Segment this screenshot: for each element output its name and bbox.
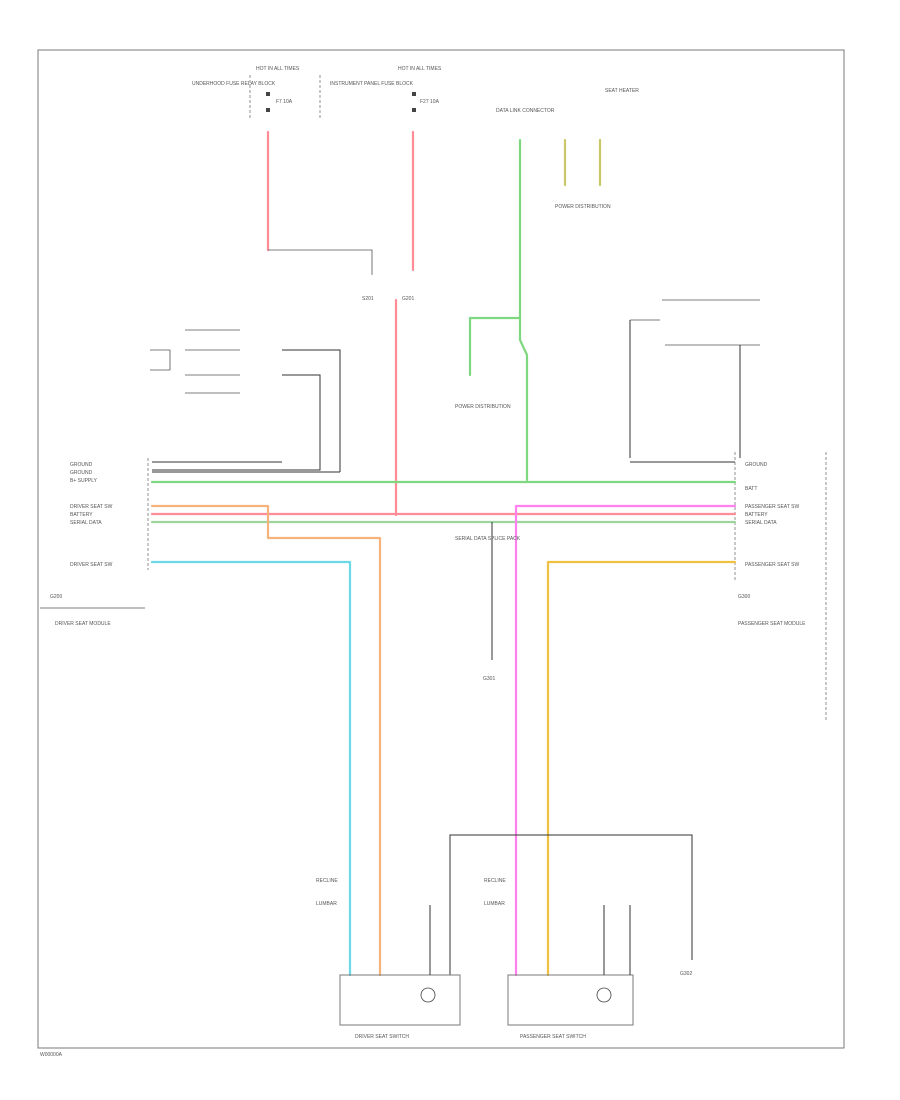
data-link-label: DATA LINK CONNECTOR: [496, 108, 555, 114]
left-module-name: DRIVER SEAT MODULE: [55, 621, 111, 627]
right-pin-5: SERIAL DATA: [745, 520, 777, 526]
left-pin-6: SERIAL DATA: [70, 520, 102, 526]
magenta-wire: [514, 504, 737, 977]
center-ground-label: G301: [483, 676, 495, 682]
right-pin-6: PASSENGER SEAT SW: [745, 562, 799, 568]
footer-code: W00000A: [40, 1052, 63, 1058]
left-pin-3: B+ SUPPLY: [70, 478, 98, 484]
right-pin-1: GROUND: [745, 462, 768, 468]
motor-icon: [596, 987, 612, 1003]
right-fuse-box-label: HOT IN ALL TIMES: [398, 66, 442, 72]
orange-wire: [150, 504, 382, 977]
green-branch-wire: [468, 316, 522, 377]
right-switch-label-1: RECLINE: [484, 878, 506, 884]
left-pin-7: DRIVER SEAT SW: [70, 562, 113, 568]
left-switch-name: DRIVER SEAT SWITCH: [355, 1034, 409, 1040]
left-fuse-box-label: HOT IN ALL TIMES: [256, 66, 300, 72]
left-pin-4: DRIVER SEAT SW: [70, 504, 113, 510]
right-module: GROUND BATT PASSENGER SEAT SW BATTERY SE…: [734, 452, 827, 720]
left-switch-label-2: LUMBAR: [316, 901, 337, 907]
power-label: POWER DISTRIBUTION: [455, 404, 511, 410]
motor-icon: [420, 987, 436, 1003]
power-dist-label: POWER DISTRIBUTION: [555, 204, 611, 210]
ground-top-label: G201: [402, 296, 414, 302]
right-switch-label-2: LUMBAR: [484, 901, 505, 907]
left-switch-label-1: RECLINE: [316, 878, 338, 884]
green-data-wire: [518, 138, 529, 482]
left-pin-2: GROUND: [70, 470, 93, 476]
left-pin-5: BATTERY: [70, 512, 93, 518]
fuse-icon: [266, 92, 270, 96]
right-fuse-block: HOT IN ALL TIMES INSTRUMENT PANEL FUSE B…: [330, 66, 442, 112]
diagram-frame: [37, 49, 845, 1049]
left-fuse-block: HOT IN ALL TIMES UNDERHOOD FUSE RELAY BL…: [192, 66, 321, 118]
right-switch-name: PASSENGER SEAT SWITCH: [520, 1034, 586, 1040]
switch-ground-bus: [449, 834, 693, 975]
left-fuse-id: F7 10A: [276, 99, 293, 105]
passenger-seat-switch[interactable]: RECLINE LUMBAR PASSENGER SEAT SWITCH: [484, 878, 634, 1040]
yellow-wire: [546, 560, 737, 977]
splice-label: S201: [362, 296, 374, 302]
driver-seat-switch[interactable]: RECLINE LUMBAR DRIVER SEAT SWITCH: [316, 878, 461, 1040]
seat-heater-label: SEAT HEATER: [605, 88, 639, 94]
right-pin-2: BATT: [745, 486, 757, 492]
right-fuse-text: INSTRUMENT PANEL FUSE BLOCK: [330, 81, 414, 87]
right-seat-relay: [629, 299, 760, 458]
cyan-wire: [150, 560, 352, 977]
ground-wire-2: [152, 458, 321, 471]
junction-label: SERIAL DATA SPLICE PACK: [455, 536, 521, 542]
left-module: GROUND GROUND B+ SUPPLY DRIVER SEAT SW B…: [40, 458, 149, 627]
right-pin-4: BATTERY: [745, 512, 768, 518]
right-module-name: PASSENGER SEAT MODULE: [738, 621, 806, 627]
left-module-ground: G200: [50, 594, 62, 600]
left-fuse-text: UNDERHOOD FUSE RELAY BLOCK: [192, 81, 276, 87]
left-pin-1: GROUND: [70, 462, 93, 468]
fuse-icon: [412, 92, 416, 96]
right-pin-3: PASSENGER SEAT SW: [745, 504, 799, 510]
right-module-ground: G300: [738, 594, 750, 600]
right-switch-ground: G302: [680, 971, 692, 977]
right-fuse-id: F27 10A: [420, 99, 440, 105]
left-seat-relay: [150, 329, 341, 472]
